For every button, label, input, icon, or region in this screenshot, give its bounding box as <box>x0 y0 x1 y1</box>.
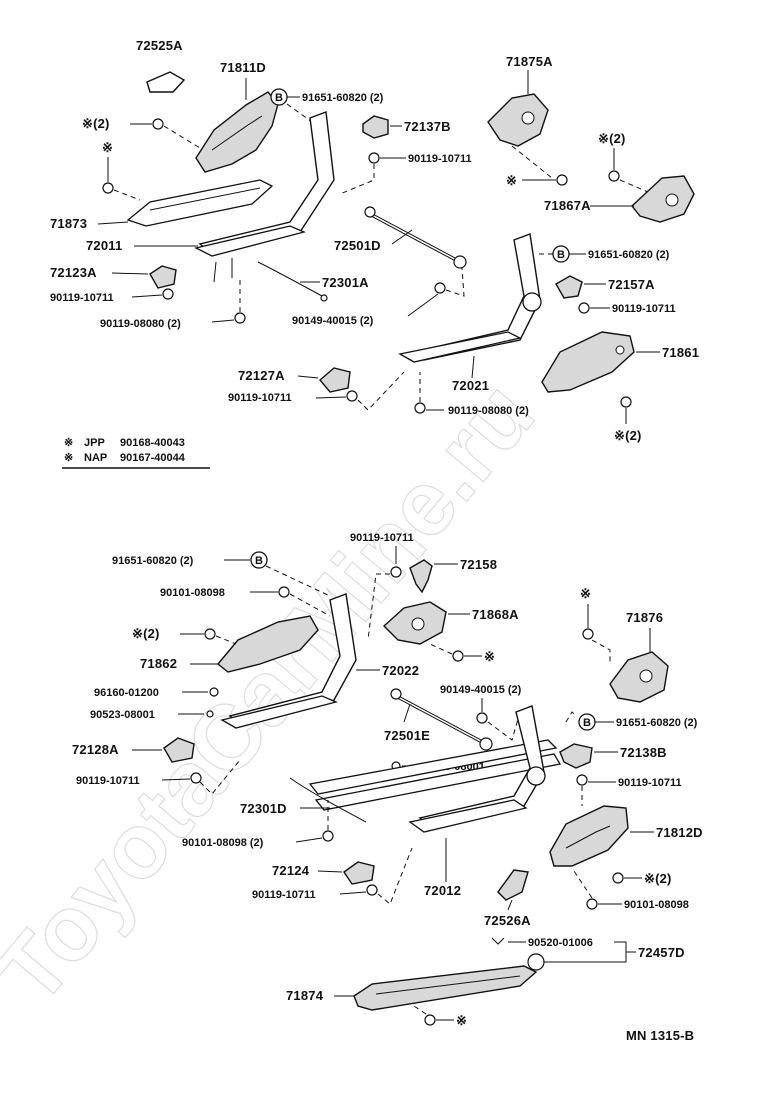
label-star2-left-lower: ※(2) <box>132 626 160 641</box>
part-72457D-cap <box>527 953 545 971</box>
label-star-mid-lower: ※ <box>484 649 495 664</box>
part-72525A <box>146 71 186 93</box>
part-72127A <box>319 367 351 393</box>
label-72123A: 72123A <box>50 265 97 280</box>
label-91651-60820-lower: 91651-60820 (2) <box>112 555 194 567</box>
part-72526A <box>497 869 529 901</box>
label-90101-08098-lower-b: 90101-08098 <box>624 899 689 911</box>
label-71868A: 71868A <box>472 607 519 622</box>
legend-row-1-mark: ※ <box>64 437 73 449</box>
document-code: MN 1315-B <box>626 1028 694 1043</box>
legend-row-2-mark: ※ <box>64 452 73 464</box>
label-71811D: 71811D <box>220 60 266 75</box>
label-90523-08001: 90523-08001 <box>90 709 155 721</box>
label-90149-40015-upper: 90149-40015 (2) <box>292 315 374 327</box>
label-71812D: 71812D <box>656 825 703 840</box>
label-72501E: 72501E <box>384 728 430 743</box>
part-72137B <box>362 115 389 139</box>
legend-row-1-part: 90168-40043 <box>120 437 185 449</box>
part-72501D <box>453 255 467 269</box>
label-72526A: 72526A <box>484 913 531 928</box>
legend-row-1-region: JPP <box>84 437 105 449</box>
label-90119-10711-lower-top: 90119-10711 <box>350 532 414 544</box>
svg-text:B: B <box>557 249 565 261</box>
part-72124 <box>343 861 375 885</box>
part-71811D <box>195 91 279 173</box>
label-91651-60820-upper: 91651-60820 (2) <box>302 92 384 104</box>
part-71861 <box>541 331 635 393</box>
label-90119-08080-upper-left: 90119-08080 (2) <box>100 318 181 330</box>
part-72158 <box>409 559 433 594</box>
label-72501D: 72501D <box>334 238 381 253</box>
label-72157A: 72157A <box>608 277 655 292</box>
part-72501E <box>479 737 493 751</box>
label-72011: 72011 <box>86 238 122 253</box>
b-marker-lower <box>250 551 268 569</box>
label-star-top-lower: ※ <box>580 586 591 601</box>
label-72158: 72158 <box>460 557 497 572</box>
label-71861: 71861 <box>662 345 699 360</box>
label-90119-08080-upper-bottom: 90119-08080 (2) <box>448 405 529 417</box>
part-72123A <box>149 265 177 289</box>
legend: ※ JPP 90168-40043 ※ NAP 90167-40044 <box>62 437 210 469</box>
label-72127A: 72127A <box>238 368 285 383</box>
label-72525A: 72525A <box>136 38 183 53</box>
label-90101-08098-2: 90101-08098 (2) <box>182 837 264 849</box>
svg-text:B: B <box>583 717 591 729</box>
part-71873 <box>126 179 274 227</box>
label-90520-01006: 90520-01006 <box>528 937 593 949</box>
legend-row-2-region: NAP <box>84 452 107 464</box>
label-star2-right-upper: ※(2) <box>598 131 626 146</box>
label-90119-10711-lower-right: 90119-10711 <box>618 777 682 789</box>
label-90119-10711-upper-bottom: 90119-10711 <box>228 392 292 404</box>
part-72128A <box>163 737 195 763</box>
label-72021: 72021 <box>452 378 489 393</box>
label-71873: 71873 <box>50 216 87 231</box>
part-71874 <box>353 965 538 1011</box>
label-72124: 72124 <box>272 863 310 878</box>
label-96160-01200: 96160-01200 <box>94 687 159 699</box>
label-star2-left-upper: ※(2) <box>82 116 110 131</box>
label-star-bottom-lower: ※ <box>456 1013 467 1028</box>
lower-assembly: 90119-10711 72158 91651-60820 (2) B 9010… <box>72 532 703 1028</box>
label-71874: 71874 <box>286 988 324 1003</box>
label-71862: 71862 <box>140 656 177 671</box>
label-90119-10711-upper-top: 90119-10711 <box>408 153 472 165</box>
label-72301D: 72301D <box>240 801 287 816</box>
label-72137B: 72137B <box>404 119 451 134</box>
label-72128A: 72128A <box>72 742 119 757</box>
label-90119-10711-upper-left: 90119-10711 <box>50 292 114 304</box>
svg-text:B: B <box>255 555 263 567</box>
label-72301A: 72301A <box>322 275 369 290</box>
label-71876: 71876 <box>626 610 663 625</box>
label-90119-10711-upper-right: 90119-10711 <box>612 303 676 315</box>
part-72157A <box>555 275 583 299</box>
label-90149-40015-lower: 90149-40015 (2) <box>440 684 522 696</box>
label-90119-10711-lower-bottom: 90119-10711 <box>252 889 316 901</box>
label-90101-08098-lower: 90101-08098 <box>160 587 225 599</box>
label-star-mid-upper: ※ <box>506 173 517 188</box>
label-star-left-upper: ※ <box>102 140 113 155</box>
part-71875A <box>487 93 549 147</box>
label-72022: 72022 <box>382 663 419 678</box>
label-90119-10711-lower-left: 90119-10711 <box>76 775 140 787</box>
label-71867A: 71867A <box>544 198 591 213</box>
part-71876 <box>609 651 669 703</box>
legend-row-2-part: 90167-40044 <box>120 452 186 464</box>
part-72138B <box>559 743 593 769</box>
label-72138B: 72138B <box>620 745 667 760</box>
part-71862 <box>217 615 319 673</box>
label-72457D: 72457D <box>638 945 685 960</box>
label-star2-bottom-upper: ※(2) <box>614 428 642 443</box>
label-91651-60820-upper-right: 91651-60820 (2) <box>588 249 670 261</box>
svg-text:B: B <box>275 92 283 104</box>
part-71867A <box>631 175 695 223</box>
label-91651-60820-lower-right: 91651-60820 (2) <box>616 717 698 729</box>
label-star2-right-lower: ※(2) <box>644 871 672 886</box>
label-71875A: 71875A <box>506 54 553 69</box>
upper-assembly: 72525A 71811D B 91651-60820 (2) 72137B 7… <box>50 38 699 443</box>
label-72012: 72012 <box>424 883 461 898</box>
